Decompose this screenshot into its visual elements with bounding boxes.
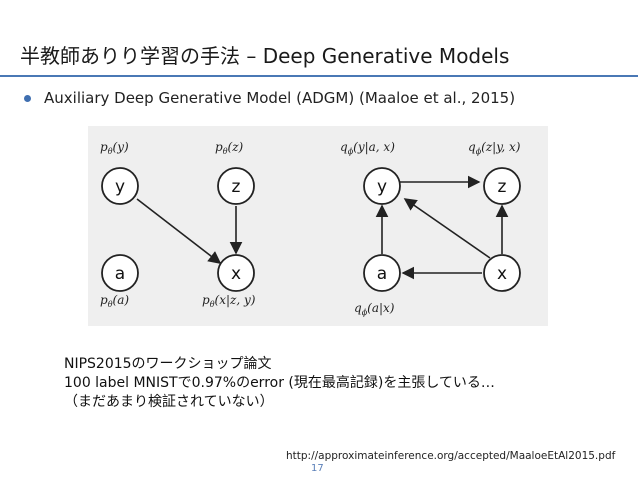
slide-title: 半教師ありり学習の手法 – Deep Generative Models [20,44,510,68]
node-a [101,254,139,292]
edge-y-to-x [136,198,222,264]
node-x-label: x [497,264,507,284]
graphical-model-figure: pθ(y) pθ(z) pθ(a) pθ(x|z, y) y z a x qϕ(… [88,126,548,326]
node-y-label: y [115,177,125,197]
page-number: 17 [311,463,324,474]
label-q-z-given-yx: qϕ(z|y, x) [468,140,521,156]
node-a-label: a [115,264,125,284]
node-z [217,167,255,205]
label-p-y: pθ(y) [100,140,129,156]
node-x [217,254,255,292]
bullet-item: Auxiliary Deep Generative Model (ADGM) (… [24,89,515,107]
node-z-label: z [498,177,507,197]
note-line-1: NIPS2015のワークショップ論文 [64,356,272,372]
generative-model: pθ(y) pθ(z) pθ(a) pθ(x|z, y) y z a x [100,140,256,309]
node-a [363,254,401,292]
node-x [483,254,521,292]
graphical-model-diagram: pθ(y) pθ(z) pθ(a) pθ(x|z, y) y z a x qϕ(… [100,140,521,317]
node-z-label: z [232,177,241,197]
source-url: http://approximateinference.org/accepted… [286,450,616,462]
label-p-z: pθ(z) [215,140,244,156]
note-block: NIPS2015のワークショップ論文 100 label MNISTで0.97%… [64,355,495,412]
bullet-text: Auxiliary Deep Generative Model (ADGM) (… [44,89,516,107]
node-a-label: a [377,264,387,284]
note-line-2: 100 label MNISTで0.97%のerror (現在最高記録)を主張し… [64,375,495,391]
node-y [363,167,401,205]
node-z [483,167,521,205]
label-q-y-given-ax: qϕ(y|a, x) [340,140,395,156]
title-divider [0,75,638,77]
bullet-dot-icon [24,94,31,102]
label-p-x-given-zy: pθ(x|z, y) [202,293,256,309]
inference-model: qϕ(y|a, x) qϕ(z|y, x) qϕ(a|x) y z a x [340,140,521,317]
label-p-a: pθ(a) [100,293,129,309]
node-x-label: x [231,264,241,284]
note-line-3: （まだあまり検証されていない） [64,394,274,410]
edge-x-to-y [403,198,491,259]
node-y-label: y [377,177,387,197]
node-y [101,167,139,205]
label-q-a-given-x: qϕ(a|x) [354,301,395,317]
